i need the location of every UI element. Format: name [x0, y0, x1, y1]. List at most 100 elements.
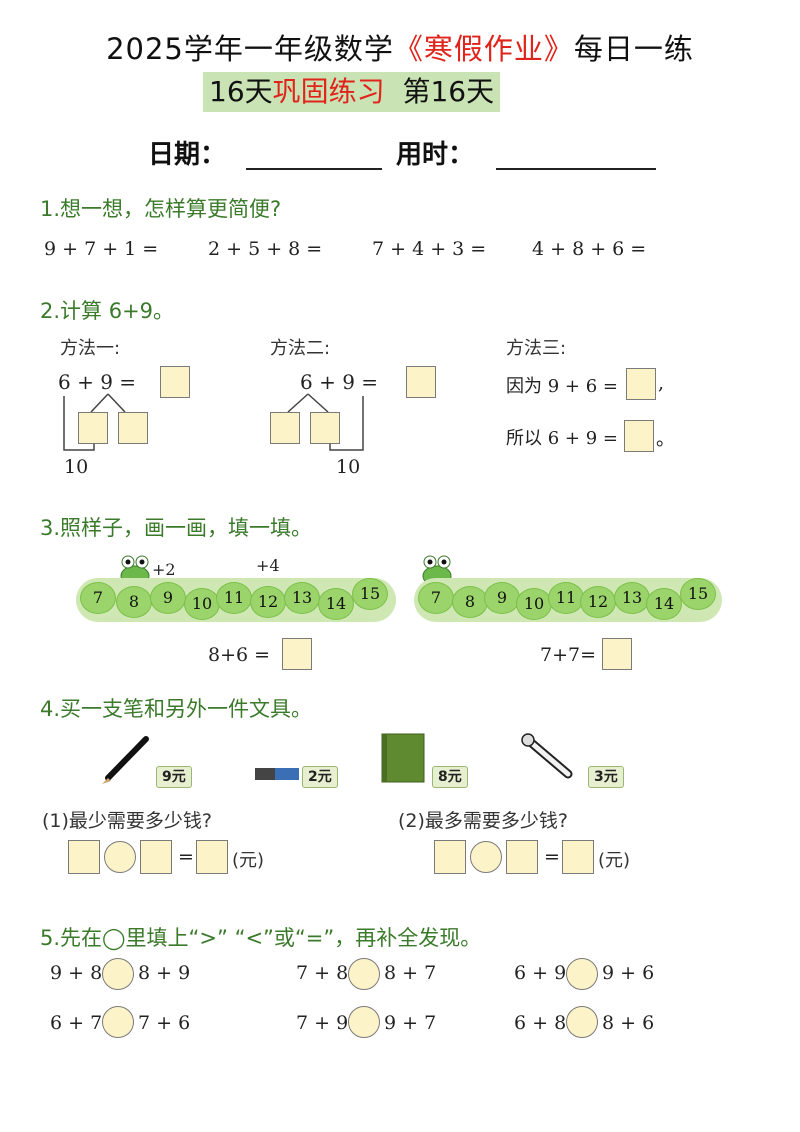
notebook-icon: [381, 733, 425, 783]
method-1-answer-box[interactable]: [160, 366, 190, 398]
pen-icon: [102, 736, 149, 784]
time-blank[interactable]: [496, 168, 656, 170]
method-1-split-box-a[interactable]: [78, 412, 108, 444]
q4-min-equals: =: [178, 846, 194, 868]
q1-expr-4: 4 + 8 + 6 =: [532, 238, 647, 260]
lily-pad: 7: [418, 582, 454, 614]
q5-left-expr: 6 + 9: [514, 962, 567, 984]
eraser-icon: [255, 768, 299, 780]
q3-right-answer-box[interactable]: [602, 638, 632, 670]
subtitle-prefix: 16天: [209, 75, 273, 108]
jump-label-plus4: +4: [256, 556, 280, 575]
q3-left-expr: 8+6 =: [208, 644, 271, 666]
q5-compare-circle[interactable]: [102, 1006, 134, 1038]
frog-icon: [120, 555, 150, 587]
q5-compare-circle[interactable]: [566, 1006, 598, 1038]
lily-pad: 10: [184, 588, 220, 620]
lily-pad: 13: [614, 582, 650, 614]
lily-pad: 9: [484, 582, 520, 614]
lily-pad: 10: [516, 588, 552, 620]
lily-pad: 9: [150, 582, 186, 614]
title-highlight: 《寒假作业》: [393, 32, 574, 66]
q5-right-expr: 9 + 6: [602, 962, 655, 984]
lily-pad: 11: [548, 582, 584, 614]
q1-expr-3: 7 + 4 + 3 =: [372, 238, 487, 260]
q5-right-expr: 7 + 6: [138, 1012, 191, 1034]
q4-max-operator-circle[interactable]: [470, 841, 502, 873]
q5-compare-circle[interactable]: [348, 958, 380, 990]
method-3-box-1[interactable]: [626, 368, 656, 400]
title-suffix: 每日一练: [573, 32, 694, 66]
lily-pad: 12: [580, 586, 616, 618]
method-3-because: 因为 9 + 6 =: [506, 376, 618, 397]
q4-max-box-2[interactable]: [506, 840, 538, 874]
time-label: 用时：: [396, 140, 475, 170]
q3-left-answer-box[interactable]: [282, 638, 312, 670]
lily-pad: 7: [80, 582, 116, 614]
q5-right-expr: 9 + 7: [384, 1012, 437, 1034]
date-blank[interactable]: [246, 168, 382, 170]
q4-min-box-2[interactable]: [140, 840, 172, 874]
method-2-expr: 6 + 9 =: [300, 370, 379, 394]
method-2-split-box-b[interactable]: [310, 412, 340, 444]
method-3-comma: ,: [658, 372, 665, 394]
q5-right-expr: 8 + 6: [602, 1012, 655, 1034]
method-1-split-box-b[interactable]: [118, 412, 148, 444]
q3-heading: 3.照样子，画一画，填一填。: [40, 516, 313, 540]
q5-right-expr: 8 + 9: [138, 962, 191, 984]
lily-pad: 14: [646, 588, 682, 620]
method-2-split-lines: [287, 393, 364, 451]
method-3-box-2[interactable]: [624, 420, 654, 452]
lily-pad: 11: [216, 582, 252, 614]
method-3-period: 。: [656, 428, 676, 450]
q2-heading: 2.计算 6+9。: [40, 299, 175, 323]
q5-left-expr: 6 + 8: [514, 1012, 567, 1034]
q1-heading: 1.想一想，怎样算更简便?: [40, 197, 282, 221]
q4-min-unit: (元): [232, 850, 265, 871]
method-1-split-lines: [63, 393, 126, 451]
method-3-so: 所以 6 + 9 =: [506, 428, 618, 449]
subtitle-banner: 16天巩固练习 第16天: [203, 72, 501, 112]
method-3-label: 方法三:: [506, 338, 567, 359]
q4-sub2: (2)最多需要多少钱?: [398, 810, 568, 832]
q5-compare-circle[interactable]: [102, 958, 134, 990]
price-sharpener: 3元: [588, 766, 624, 788]
q4-max-equals: =: [544, 846, 560, 868]
lily-pad: 8: [116, 586, 152, 618]
q4-sub1: (1)最少需要多少钱?: [42, 810, 212, 832]
q5-left-expr: 6 + 7: [50, 1012, 103, 1034]
method-2-label: 方法二:: [270, 338, 331, 359]
title-prefix: 2025学年一年级数学: [106, 32, 394, 66]
price-eraser: 2元: [302, 766, 338, 788]
lily-pad: 13: [284, 582, 320, 614]
q5-compare-circle[interactable]: [348, 1006, 380, 1038]
pencil-sharpener-icon: [521, 733, 573, 779]
method-2-ten: 10: [336, 456, 361, 478]
q3-right-expr: 7+7=: [540, 644, 597, 666]
date-label: 日期：: [148, 140, 227, 170]
q5-compare-circle[interactable]: [566, 958, 598, 990]
q4-min-box-1[interactable]: [68, 840, 100, 874]
q4-max-box-1[interactable]: [434, 840, 466, 874]
jump-label-plus2: +2: [152, 560, 176, 579]
q4-max-result-box[interactable]: [562, 840, 594, 874]
method-1-expr: 6 + 9 =: [58, 370, 137, 394]
q5-left-expr: 7 + 8: [296, 962, 349, 984]
lily-pad: 14: [318, 588, 354, 620]
lily-pad: 8: [452, 586, 488, 618]
price-notebook: 8元: [432, 766, 468, 788]
q4-min-result-box[interactable]: [196, 840, 228, 874]
q5-heading: 5.先在◯里填上“>” “<”或“=”，再补全发现。: [40, 926, 482, 950]
q4-heading: 4.买一支笔和另外一件文具。: [40, 697, 313, 721]
q1-expr-1: 9 + 7 + 1 =: [44, 238, 159, 260]
q4-max-unit: (元): [598, 850, 631, 871]
q5-left-expr: 9 + 8: [50, 962, 103, 984]
page-title: 2025学年一年级数学《寒假作业》每日一练: [0, 26, 800, 68]
price-pen: 9元: [156, 766, 192, 788]
lily-pad: 12: [250, 586, 286, 618]
subtitle-day: 第16天: [384, 75, 495, 108]
subtitle-highlight: 巩固练习: [272, 75, 385, 108]
method-2-split-box-a[interactable]: [270, 412, 300, 444]
method-2-answer-box[interactable]: [406, 366, 436, 398]
q4-min-operator-circle[interactable]: [104, 841, 136, 873]
